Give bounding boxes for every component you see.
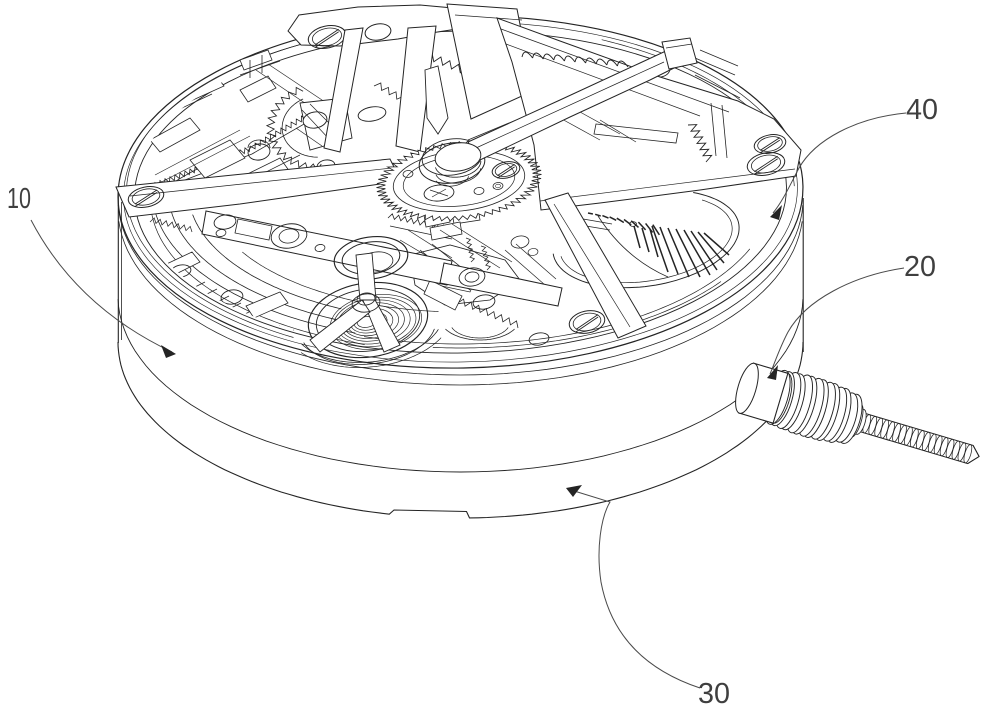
- svg-text:40: 40: [906, 94, 938, 126]
- svg-text:10: 10: [7, 183, 31, 215]
- svg-text:30: 30: [698, 678, 730, 709]
- svg-text:20: 20: [904, 251, 936, 283]
